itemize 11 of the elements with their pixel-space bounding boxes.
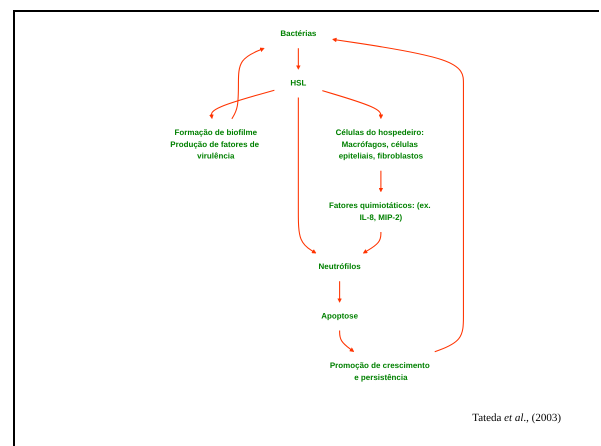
arrow: [298, 97, 316, 254]
arrow: [322, 90, 384, 119]
arrow: [339, 330, 354, 352]
arrow: [231, 48, 265, 120]
arrow: [362, 232, 382, 254]
arrow: [209, 90, 275, 119]
arrow: [296, 48, 301, 70]
arrow: [337, 281, 342, 303]
citation-text: Tateda et al., (2003): [472, 412, 561, 424]
arrow: [332, 38, 464, 352]
arrow: [378, 170, 384, 192]
